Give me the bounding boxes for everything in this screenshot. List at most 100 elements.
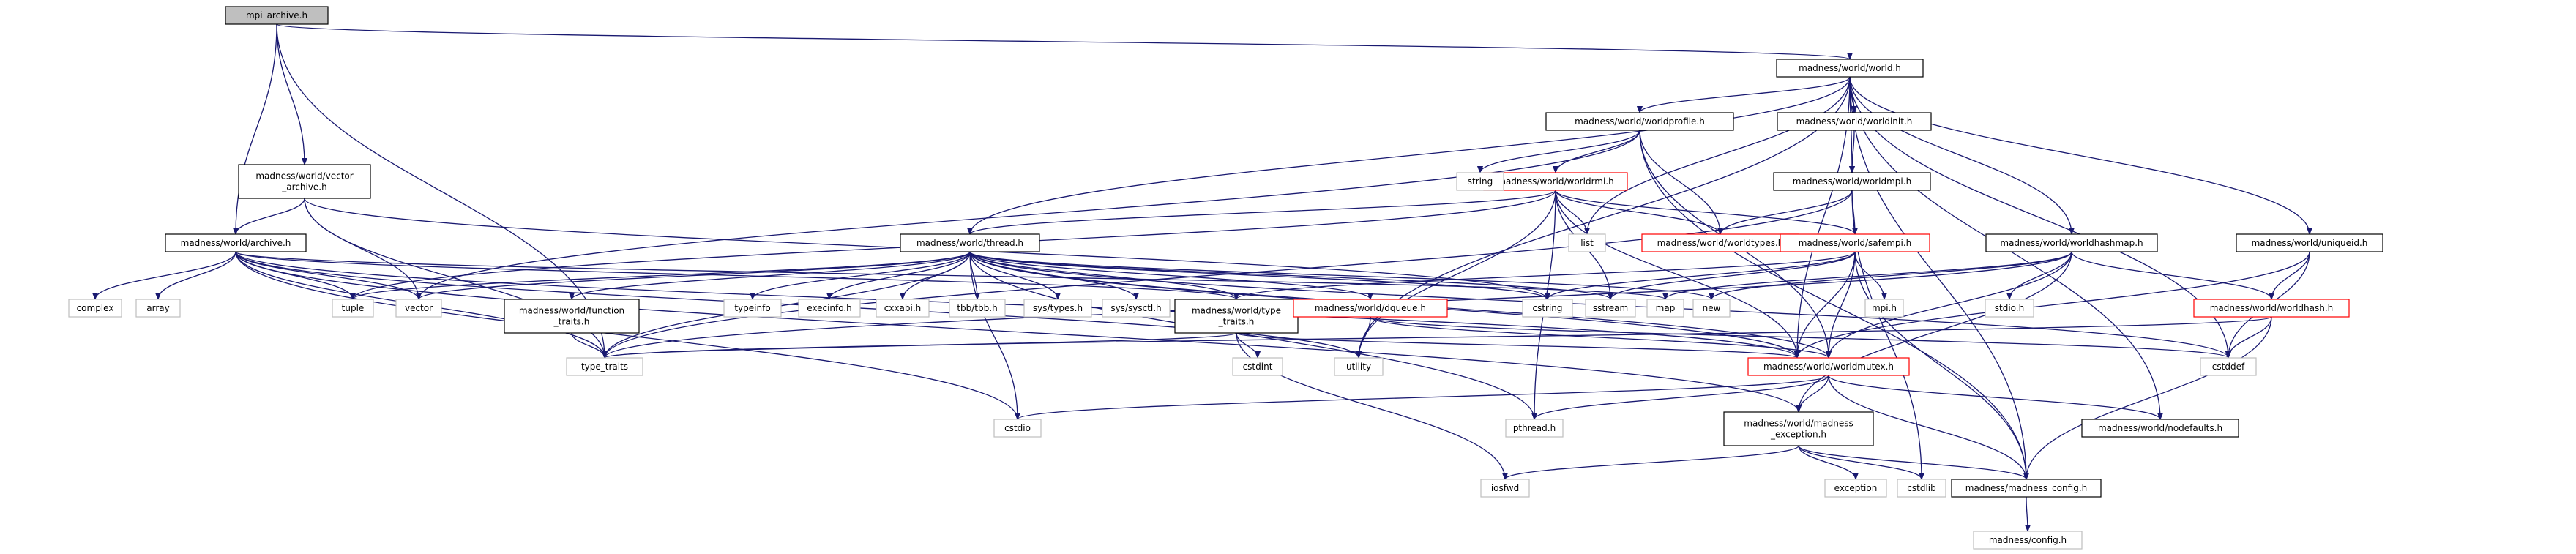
node-label: sstream	[1593, 303, 1628, 313]
edge-thread-to-cstdio	[969, 251, 1018, 419]
node-box	[1973, 531, 2083, 550]
node-label: mpi_archive.h	[246, 10, 307, 20]
node-cxxabi: cxxabi.h	[876, 299, 930, 318]
node-type-traits: type_traits	[566, 357, 643, 376]
node-label: madness/madness_config.h	[1965, 483, 2088, 493]
node-box	[1951, 479, 2102, 498]
node-box	[1747, 357, 1910, 376]
node-label: cstdio	[1004, 423, 1031, 433]
node-dqueue[interactable]: madness/world/dqueue.h	[1293, 299, 1448, 318]
node-world[interactable]: madness/world/world.h	[1776, 59, 1924, 78]
edge-world-to-thread	[970, 76, 1851, 234]
node-label: execinfo.h	[807, 303, 852, 313]
node-box	[1897, 479, 1946, 498]
node-vector-archive[interactable]: madness/world/vector_archive.h	[238, 164, 371, 199]
node-type-traits-w[interactable]: madness/world/type_traits.h	[1174, 299, 1299, 334]
node-worldmutex[interactable]: madness/world/worldmutex.h	[1747, 357, 1910, 376]
node-box	[1505, 419, 1564, 438]
edge-archive-to-array	[158, 251, 236, 300]
node-box	[1985, 299, 2034, 318]
node-execinfo: execinfo.h	[798, 299, 861, 318]
node-box	[395, 299, 442, 318]
node-label: madness/world/world.h	[1799, 63, 1901, 73]
node-box	[225, 6, 329, 25]
node-mpi-archive[interactable]: mpi_archive.h	[225, 6, 329, 25]
edge-archive-to-map	[235, 251, 1665, 300]
node-box	[238, 164, 371, 199]
node-label: exception	[1834, 483, 1878, 493]
node-label: madness/world/worldmpi.h	[1793, 176, 1911, 187]
node-label: madness/world/worldinit.h	[1796, 116, 1913, 127]
node-label: pthread.h	[1513, 423, 1556, 433]
node-label: iosfwd	[1491, 483, 1519, 493]
node-uniqueid[interactable]: madness/world/uniqueid.h	[2236, 233, 2383, 252]
node-worldhashmap[interactable]: madness/world/worldhashmap.h	[1985, 233, 2158, 252]
node-thread[interactable]: madness/world/thread.h	[900, 233, 1040, 252]
node-worldrmi[interactable]: madness/world/worldrmi.h	[1483, 172, 1628, 191]
nodes-layer: mpi_archive.h madness/world/world.h madnes…	[68, 6, 2383, 550]
node-worldhash[interactable]: madness/world/worldhash.h	[2193, 299, 2350, 318]
edge-thread-to-dqueue	[969, 251, 1370, 300]
edge-world-to-worldprofile	[1640, 76, 1851, 113]
node-label: cxxabi.h	[884, 303, 922, 313]
edge-worldmutex-to-madness-config	[1828, 375, 2026, 479]
node-box	[1723, 411, 1874, 446]
node-box	[1985, 233, 2158, 252]
node-box	[900, 233, 1040, 252]
node-typeinfo: typeinfo	[723, 299, 782, 318]
node-label: sys/types.h	[1033, 303, 1083, 313]
node-label: cstring	[1532, 303, 1562, 313]
node-madness-config[interactable]: madness/madness_config.h	[1951, 479, 2102, 498]
node-map: map	[1646, 299, 1684, 318]
node-label: madness/world/worldrmi.h	[1497, 176, 1614, 187]
node-box	[1480, 479, 1530, 498]
node-nodefaults[interactable]: madness/world/nodefaults.h	[2081, 419, 2239, 438]
node-string: string	[1456, 172, 1504, 191]
node-box	[1023, 299, 1092, 318]
node-cstddef: cstddef	[2200, 357, 2257, 376]
node-box	[1334, 357, 1384, 376]
edge-worldinit-to-worldmpi	[1852, 130, 1854, 173]
node-box	[1545, 112, 1734, 131]
edge-worldprofile-to-string	[1480, 130, 1640, 173]
node-box	[1824, 479, 1887, 498]
edge-worldmutex-to-madness-exception	[1799, 375, 1829, 413]
edge-madness-config-to-config	[2026, 496, 2028, 531]
node-worldinit[interactable]: madness/world/worldinit.h	[1777, 112, 1932, 131]
edge-worldrmi-to-iostream	[1555, 190, 1797, 358]
edges-layer	[95, 23, 2310, 531]
node-safempi[interactable]: madness/world/safempi.h	[1780, 233, 1930, 252]
node-label: madness/world/nodefaults.h	[2098, 423, 2222, 433]
node-label: cstdint	[1243, 362, 1273, 372]
edge-dqueue-to-utility	[1359, 316, 1371, 358]
edge-worldhashmap-to-madness-exception	[1799, 251, 2072, 412]
node-archive[interactable]: madness/world/archive.h	[165, 233, 307, 252]
node-label: madness/world/type_traits.h	[1192, 306, 1281, 327]
edge-madness-exception-to-exception	[1798, 445, 1856, 480]
edge-thread-to-typeinfo	[753, 251, 971, 300]
node-worldmpi[interactable]: madness/world/worldmpi.h	[1773, 172, 1931, 191]
edge-madness-exception-to-madness-config	[1798, 445, 2026, 480]
node-madness-exception[interactable]: madness/world/madness_exception.h	[1723, 411, 1874, 446]
node-box	[1456, 172, 1504, 191]
edge-worldhashmap-to-worldhash	[2071, 251, 2271, 300]
node-box	[1692, 299, 1731, 318]
node-worldtypes[interactable]: madness/world/worldtypes.h	[1641, 233, 1799, 252]
node-box	[1585, 299, 1636, 318]
edge-worldhashmap-to-new	[1711, 251, 2072, 300]
node-utility: utility	[1334, 357, 1384, 376]
edge-world-to-list	[1587, 76, 1851, 234]
node-stdio-h: stdio.h	[1985, 299, 2034, 318]
edge-uniqueid-to-iostream	[1797, 251, 2310, 358]
node-box	[993, 419, 1042, 438]
node-function-traits[interactable]: madness/world/function_traits.h	[504, 299, 640, 334]
edge-worldrmi-to-utility	[1359, 190, 1556, 358]
node-config: madness/config.h	[1973, 531, 2083, 550]
node-worldprofile[interactable]: madness/world/worldprofile.h	[1545, 112, 1734, 131]
edge-mpi-archive-to-world	[276, 23, 1850, 60]
edge-archive-to-complex	[95, 251, 236, 300]
node-label: complex	[77, 303, 114, 313]
node-exception: exception	[1824, 479, 1887, 498]
edge-type-traits-w-to-type-traits	[605, 332, 1237, 359]
